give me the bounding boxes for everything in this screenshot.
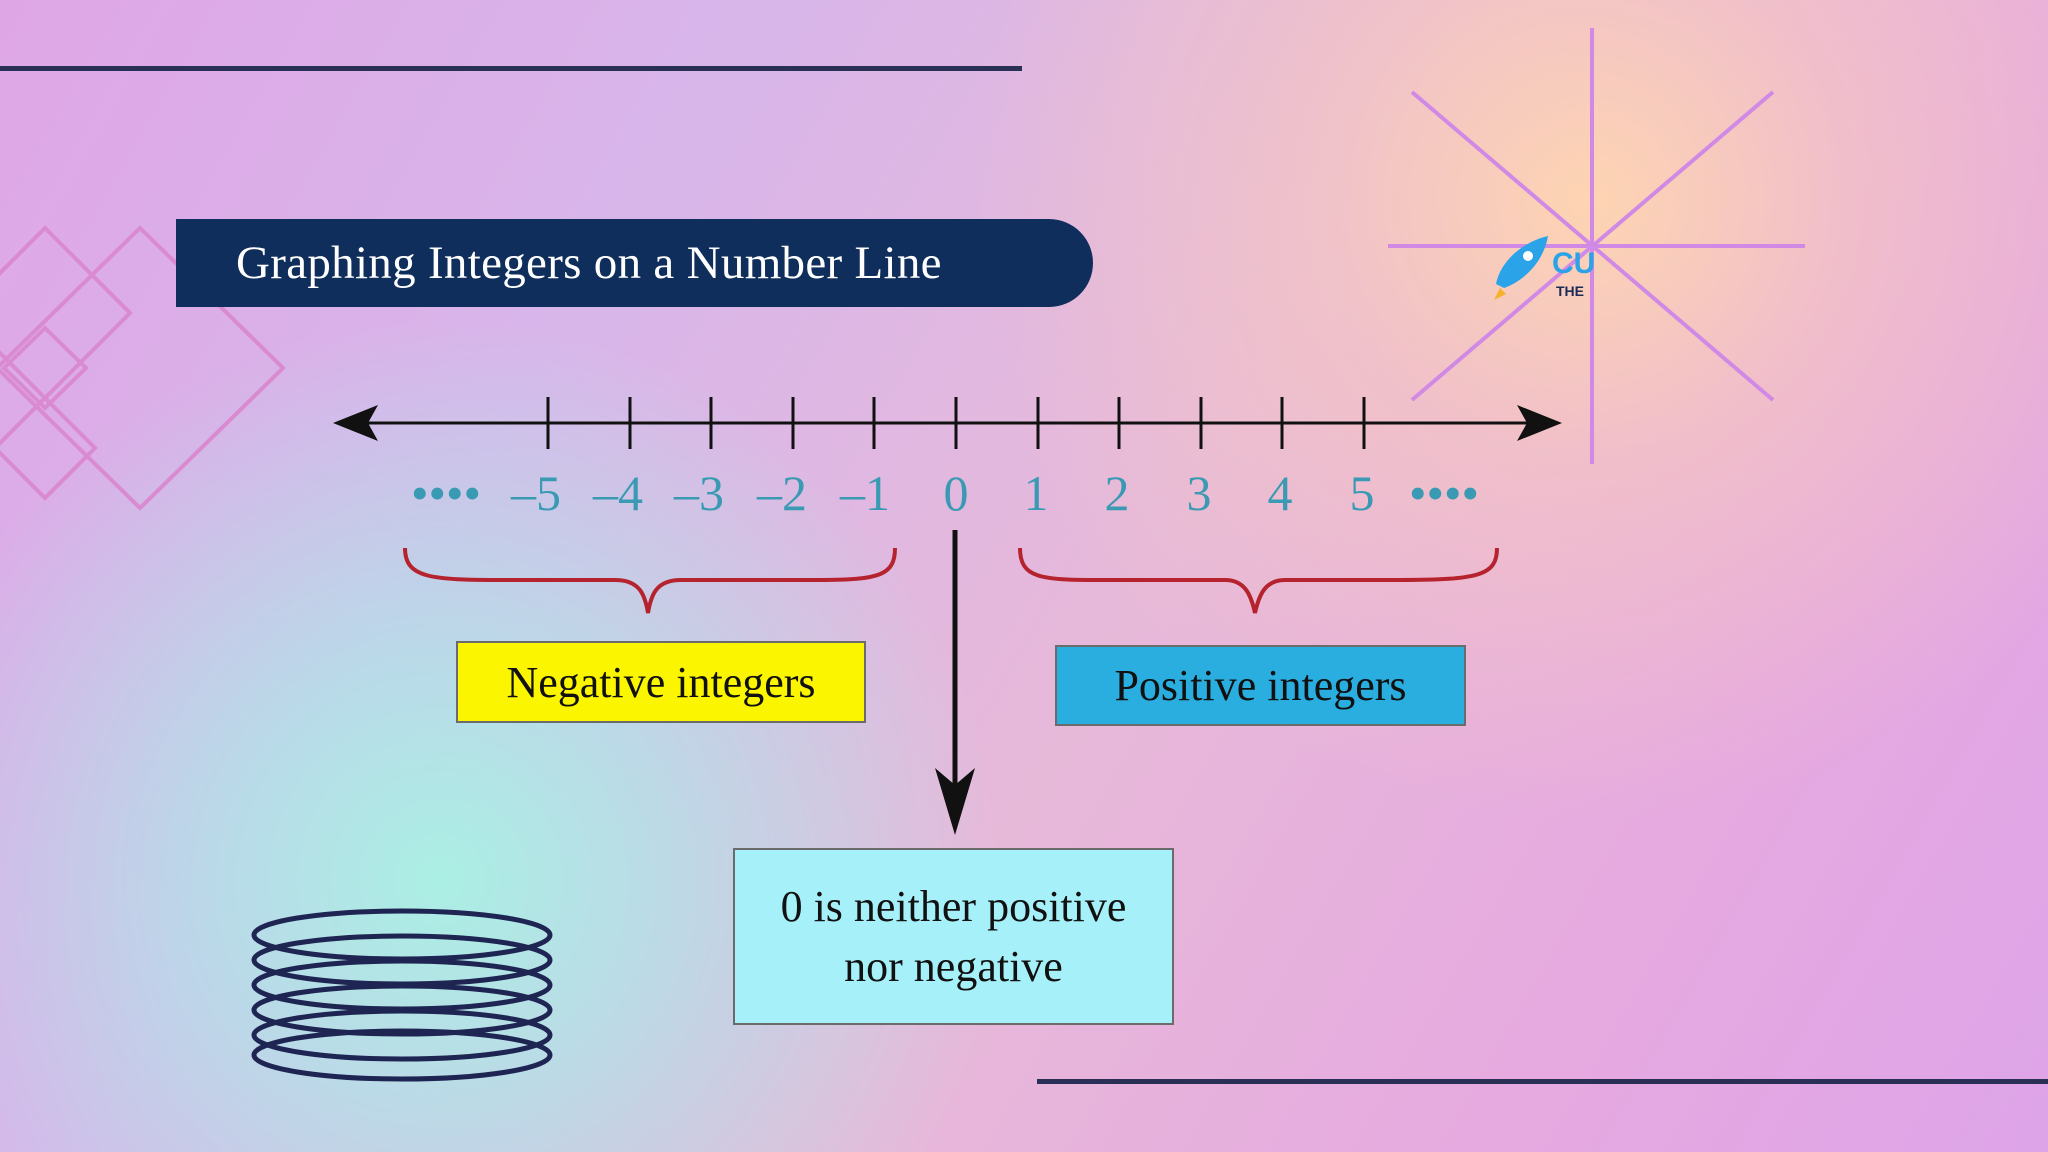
right-ellipsis: •••• [1409,465,1479,521]
page-title: Graphing Integers on a Number Line [236,237,942,289]
coil-spring-decor [251,908,553,1082]
right-arrowhead-icon [1517,405,1562,441]
top-decor-line [0,66,1022,71]
positive-integers-label: Positive integers [1055,645,1466,726]
negative-integers-label: Negative integers [456,641,866,723]
positive-brace [1018,547,1499,614]
tick-label-zero: 0 [944,465,969,521]
rocket-logo-icon [1494,236,1548,300]
tick-label-pos2: 2 [1105,465,1130,521]
bottom-decor-line [1037,1079,2048,1084]
zero-note-line1: 0 is neither positive [780,881,1127,931]
tick-label-neg5: –5 [510,465,561,521]
tick-label-neg4: –4 [592,465,643,521]
logo-text-top: CU [1552,247,1595,280]
tick-label-neg2: –2 [756,465,807,521]
negative-brace [403,547,897,614]
logo-text-bottom: THE [1556,283,1584,299]
tick-label-pos4: 4 [1268,465,1293,521]
diamond-pattern [0,225,286,511]
zero-pointer-arrowhead-icon [935,768,975,835]
tick-label-neg1: –1 [839,465,890,521]
tick-label-pos5: 5 [1350,465,1375,521]
tick-label-pos1: 1 [1024,465,1049,521]
axis-ticks [546,397,1366,449]
left-ellipsis: •••• [411,465,481,521]
starburst-decor [1388,28,1805,464]
tick-label-neg3: –3 [673,465,724,521]
zero-note-line2: nor negative [844,941,1063,991]
zero-note-box: 0 is neither positive nor negative [733,848,1174,1025]
tick-label-pos3: 3 [1187,465,1212,521]
left-arrowhead-icon [333,405,378,441]
title-banner: Graphing Integers on a Number Line [176,219,1093,307]
